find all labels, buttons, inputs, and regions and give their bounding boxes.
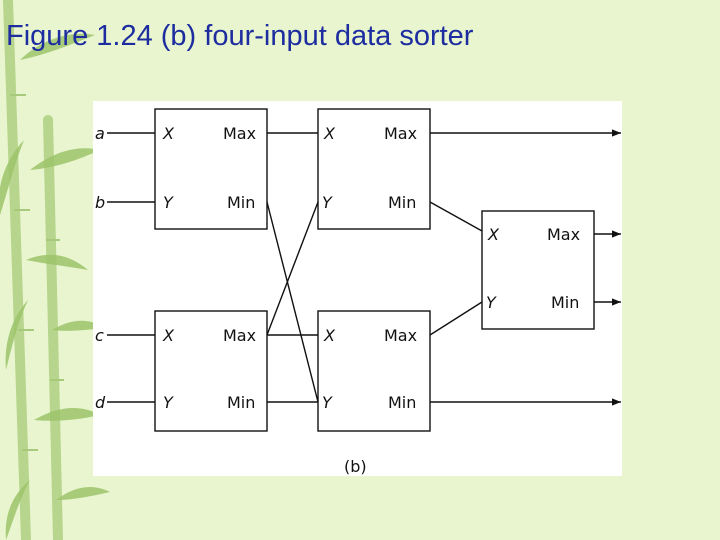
slide-title: Figure 1.24 (b) four-input data sorter [6,20,474,52]
box3-x-label: X [323,124,336,143]
box3-min-label: Min [388,193,416,212]
box1-x-label: X [162,124,175,143]
comparator-box-3 [317,108,431,230]
box1-y-label: Y [163,193,174,212]
box2-x-label: X [162,326,175,345]
box1-min-label: Min [227,193,255,212]
box5-min-label: Min [551,293,579,312]
box5-max-label: Max [547,225,580,244]
wire-max-cross-up [266,201,319,336]
box2-max-label: Max [223,326,256,345]
box3-max-label: Max [384,124,417,143]
wire-to-y3 [429,301,483,336]
box1-max-label: Max [223,124,256,143]
comparator-box-4 [317,310,431,432]
input-label-b: b [95,193,105,212]
input-label-d: d [95,393,106,412]
comparator-box-1 [154,108,268,230]
box4-min-label: Min [388,393,416,412]
sorter-diagram: a b c d X Max Y Min X Max Y Min X Max Y … [95,108,621,476]
box2-min-label: Min [227,393,255,412]
box2-y-label: Y [163,393,174,412]
comparator-box-5 [481,210,595,330]
box5-x-label: X [487,225,500,244]
box3-y-label: Y [322,193,333,212]
box4-y-label: Y [322,393,333,412]
wire-to-x3 [429,201,483,232]
wire-min-cross-down [266,201,319,403]
figure-caption: (b) [344,457,367,476]
comparator-box-2 [154,310,268,432]
box4-max-label: Max [384,326,417,345]
box4-x-label: X [323,326,336,345]
input-label-c: c [95,326,104,345]
input-label-a: a [95,124,105,143]
box5-y-label: Y [486,293,497,312]
sorter-figure: a b c d X Max Y Min X Max Y Min X Max Y … [93,101,622,476]
